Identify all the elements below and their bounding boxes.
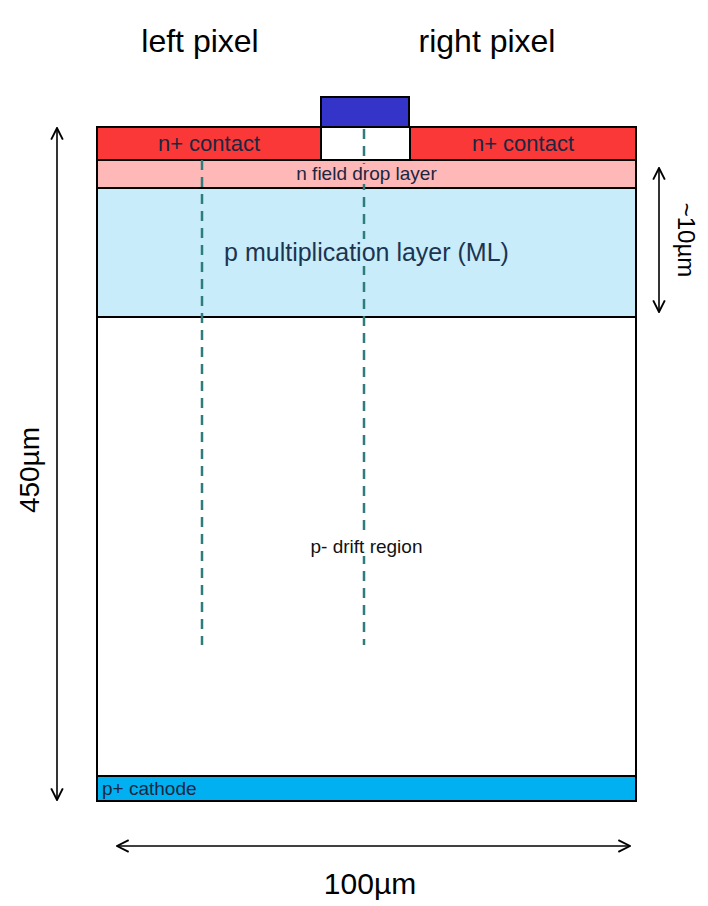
dimension-arrow <box>117 845 630 847</box>
cathode-band <box>97 776 636 801</box>
layer-label: p multiplication layer (ML) <box>221 239 512 265</box>
pixel-label: left pixel <box>139 25 260 59</box>
cathode-layer: p+ cathode <box>97 776 636 801</box>
overlap-electrode <box>321 97 409 127</box>
layer-label: n+ contact <box>469 132 577 155</box>
pixel-axis-line <box>363 129 366 645</box>
layer-label: p- drift region <box>308 537 426 557</box>
multiplication-layer: p multiplication layer (ML) <box>97 188 636 317</box>
dimension-arrow <box>658 168 660 312</box>
dimension-arrow <box>56 128 58 800</box>
multiplication-band <box>97 188 636 317</box>
contact-band <box>97 127 321 160</box>
dimension-label: 450µm <box>15 425 44 515</box>
contact-layer: n+ contact <box>97 127 321 160</box>
contact-band <box>410 127 636 160</box>
drift-region-band <box>97 317 636 776</box>
layer-label: n field drop layer <box>293 164 439 184</box>
dimension-label: 100µm <box>322 868 418 900</box>
gap-region <box>321 127 410 160</box>
layer-label: p+ cathode <box>99 779 200 799</box>
field-drop-band <box>97 160 636 188</box>
layer-label: n+ contact <box>155 132 263 155</box>
drift-region: p- drift region <box>97 317 636 776</box>
pixel-label: right pixel <box>417 25 558 59</box>
field-drop-layer: n field drop layer <box>97 160 636 188</box>
contact-layer: n+ contact <box>410 127 636 160</box>
pixel-axis-line <box>201 160 204 645</box>
dimension-label: ~10µm <box>673 201 698 280</box>
